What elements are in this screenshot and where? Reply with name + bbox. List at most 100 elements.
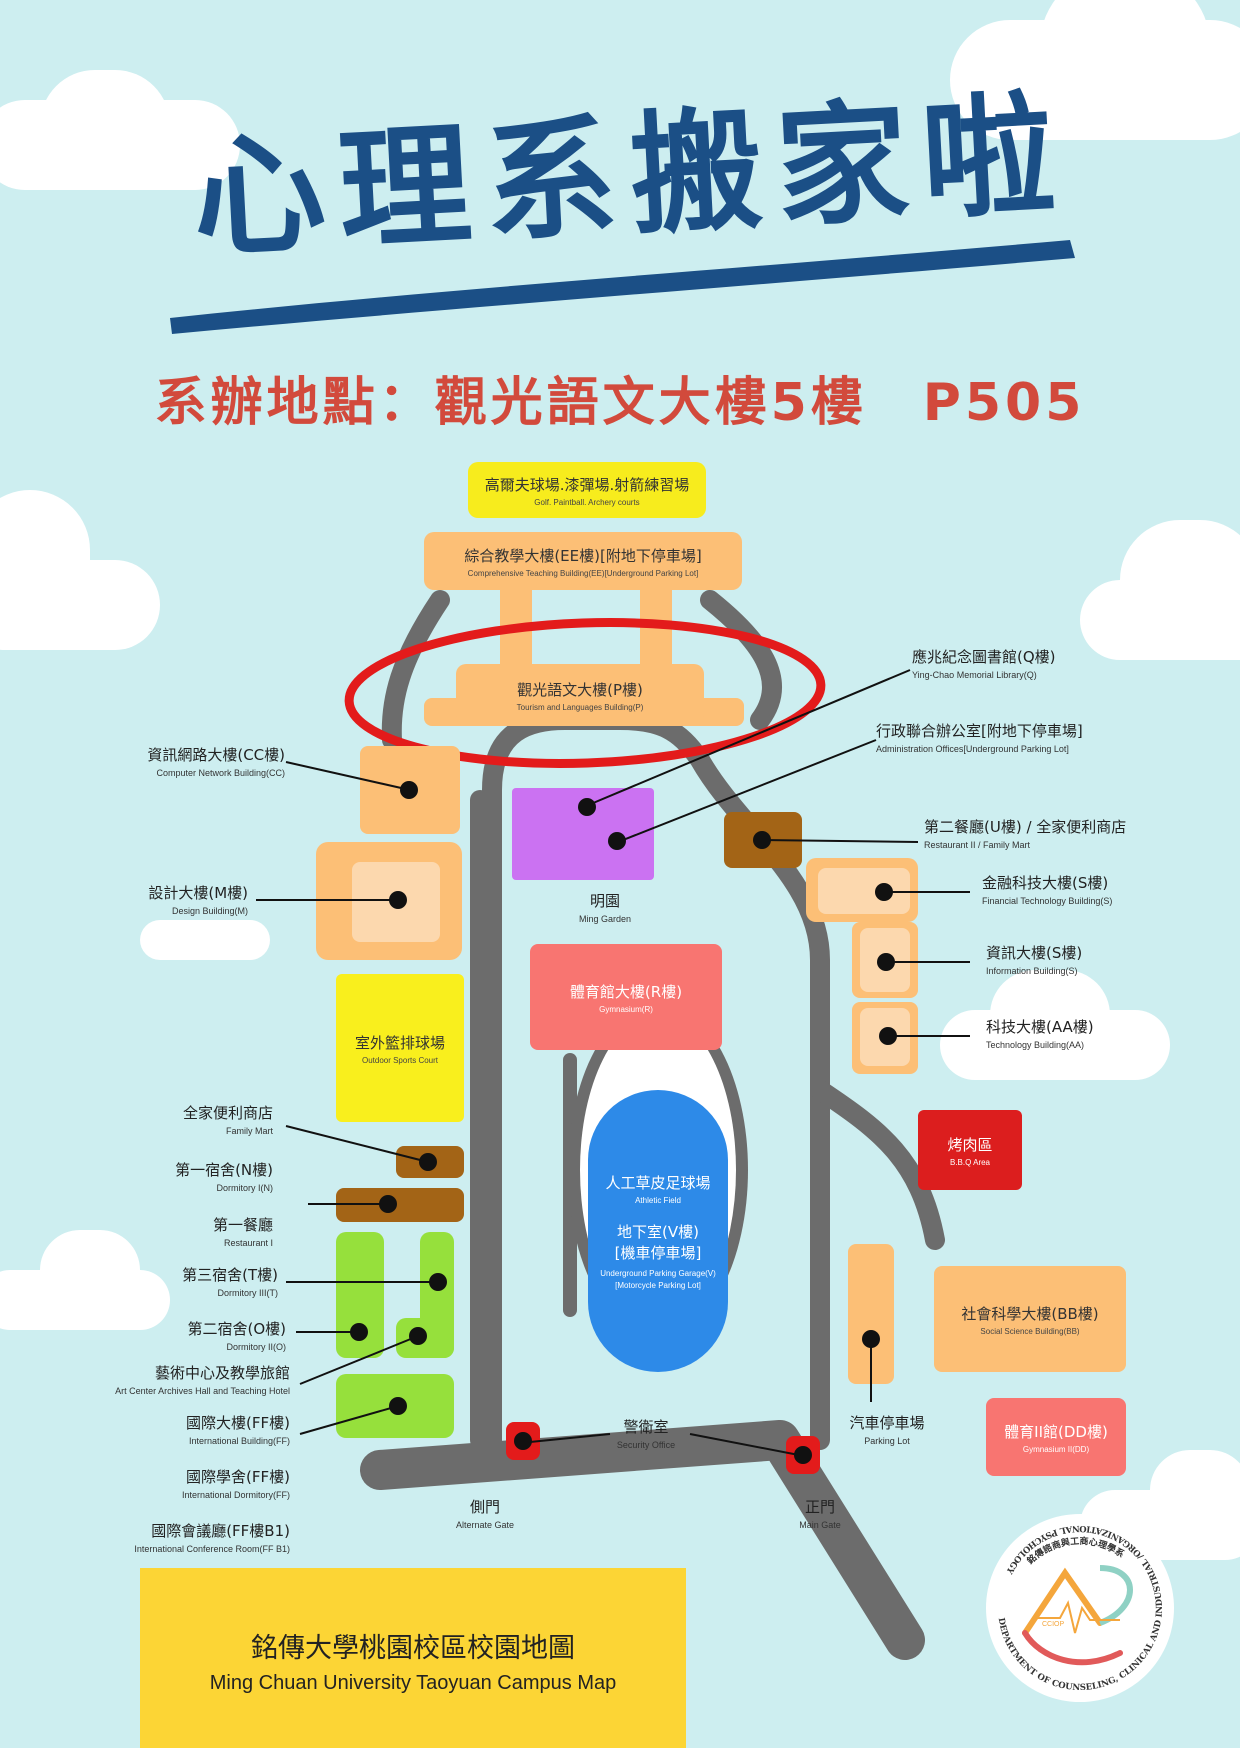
label-side-gate-zh: 側門 [469, 1498, 500, 1516]
label-q-zh: 應兆紀念圖書館(Q樓) [912, 648, 1056, 666]
marker-dot [429, 1273, 447, 1291]
label-n-zh: 第一宿舍(N樓) [175, 1161, 273, 1179]
label-u-zh: 第二餐廳(U樓) / 全家便利商店 [924, 818, 1127, 836]
building-dd[interactable]: 體育II館(DD樓) Gymnasium II(DD) [986, 1398, 1126, 1476]
label-m-zh: 設計大樓(M樓) [148, 884, 248, 902]
golf-courts[interactable]: 高爾夫球場.漆彈場.射箭練習場 Golf. Paintball. Archery… [468, 462, 706, 518]
label-t-zh: 第三宿舍(T樓) [182, 1266, 278, 1284]
building-p[interactable]: 觀光語文大樓(P樓) Tourism and Languages Buildin… [456, 664, 704, 726]
marker-dot [379, 1195, 397, 1213]
label-ffd-en: International Dormitory(FF) [181, 1490, 290, 1500]
athletic-field-en: Athletic Field [635, 1196, 681, 1205]
marker-dot [608, 832, 626, 850]
label-s-fin: 金融科技大樓(S樓) Financial Technology Building… [982, 872, 1112, 906]
label-ming-zh: 明園 [589, 892, 620, 910]
building-r-label: 體育館大樓(R樓) [569, 982, 683, 1001]
map-caption-box: 銘傳大學桃園校區校園地圖 Ming Chuan University Taoyu… [140, 1568, 686, 1748]
label-main-gate: 正門 Main Gate [780, 1496, 860, 1530]
label-parking-en: Parking Lot [864, 1436, 910, 1446]
label-n-en: Dormitory I(N) [216, 1183, 274, 1193]
athletic-field[interactable]: 人工草皮足球場 Athletic Field 地下室(V樓) [機車停車場] U… [588, 1090, 728, 1372]
label-security-zh: 警衛室 [623, 1418, 669, 1436]
marker-dot [409, 1327, 427, 1345]
building-dd-en: Gymnasium II(DD) [1022, 1444, 1090, 1454]
outdoor-court[interactable]: 室外籃排球場 Outdoor Sports Court [336, 974, 464, 1122]
label-m: 設計大樓(M樓) Design Building(M) [40, 882, 248, 916]
page-subtitle: 系辦地點：觀光語文大樓5樓 P505 [154, 373, 1086, 433]
label-u: 第二餐廳(U樓) / 全家便利商店 Restaurant II / Family… [924, 816, 1126, 850]
label-fm: 全家便利商店 Family Mart [40, 1102, 273, 1136]
building-bb[interactable]: 社會科學大樓(BB樓) Social Science Building(BB) [934, 1266, 1126, 1372]
moto-label: [機車停車場] [614, 1244, 702, 1262]
label-rest1-en: Restaurant I [223, 1238, 273, 1248]
label-ffb1-zh: 國際會議廳(FF樓B1) [151, 1522, 290, 1540]
building-ee-label: 綜合教學大樓(EE樓)[附地下停車場] [464, 546, 702, 565]
building-bb-en: Social Science Building(BB) [980, 1326, 1080, 1336]
label-ff-en: International Building(FF) [188, 1436, 290, 1446]
title-underline [170, 240, 1075, 334]
label-t: 第三宿舍(T樓) Dormitory III(T) [40, 1264, 278, 1298]
marker-dot [389, 891, 407, 909]
label-ff: 國際大樓(FF樓) International Building(FF) [40, 1412, 290, 1446]
label-o-zh: 第二宿舍(O樓) [187, 1320, 286, 1338]
building-dd-label: 體育II館(DD樓) [1004, 1422, 1108, 1441]
marker-dot [794, 1446, 812, 1464]
athletic-field-label: 人工草皮足球場 [605, 1174, 711, 1192]
label-s-info: 資訊大樓(S樓) Information Building(S) [986, 942, 1082, 976]
label-ming: 明園 Ming Garden [545, 890, 665, 924]
marker-dot [400, 781, 418, 799]
label-t-en: Dormitory III(T) [217, 1288, 279, 1298]
label-rest1-zh: 第一餐廳 [212, 1216, 273, 1234]
building-r[interactable]: 體育館大樓(R樓) Gymnasium(R) [530, 944, 722, 1050]
label-fm-zh: 全家便利商店 [182, 1104, 273, 1122]
marker-dot [879, 1027, 897, 1045]
building-p-en: Tourism and Languages Building(P) [516, 702, 644, 712]
cloud [140, 920, 270, 960]
marker-dot [578, 798, 596, 816]
bbq-area-label: 烤肉區 [947, 1135, 993, 1154]
building-r-en: Gymnasium(R) [599, 1004, 653, 1014]
label-n: 第一宿舍(N樓) Dormitory I(N) [40, 1159, 273, 1193]
outdoor-court-label: 室外籃排球場 [354, 1033, 445, 1052]
label-q-en: Ying-Chao Memorial Library(Q) [912, 670, 1037, 680]
golf-courts-label: 高爾夫球場.漆彈場.射箭練習場 [484, 475, 690, 494]
label-aa-zh: 科技大樓(AA樓) [986, 1018, 1094, 1036]
cloud [990, 970, 1110, 1060]
marker-dot [419, 1153, 437, 1171]
label-parking: 汽車停車場 Parking Lot [830, 1412, 944, 1446]
marker-dot [514, 1432, 532, 1450]
label-security-en: Security Office [616, 1440, 676, 1450]
marker-dot [877, 953, 895, 971]
label-ming-en: Ming Garden [578, 914, 632, 924]
label-s-fin-zh: 金融科技大樓(S樓) [982, 874, 1109, 892]
label-fm-en: Family Mart [226, 1126, 273, 1136]
map-caption-zh: 銘傳大學桃園校區校園地圖 [251, 1633, 575, 1664]
label-art-zh: 藝術中心及教學旅館 [154, 1364, 290, 1382]
golf-courts-en: Golf. Paintball. Archery courts [534, 497, 640, 507]
bbq-area[interactable]: 烤肉區 B.B.Q Area [918, 1110, 1022, 1190]
label-ffb1: 國際會議廳(FF樓B1) International Conference Ro… [40, 1520, 290, 1554]
label-art-en: Art Center Archives Hall and Teaching Ho… [115, 1386, 290, 1396]
bbq-area-en: B.B.Q Area [949, 1157, 991, 1167]
label-o-en: Dormitory II(O) [226, 1342, 287, 1352]
label-cc-zh: 資訊網路大樓(CC樓) [147, 746, 285, 764]
building-ee[interactable]: 綜合教學大樓(EE樓)[附地下停車場] Comprehensive Teachi… [424, 532, 742, 590]
highlight-ring [344, 618, 826, 768]
marker-dot [875, 883, 893, 901]
label-s-fin-en: Financial Technology Building(S) [982, 896, 1113, 906]
marker-dot [862, 1330, 880, 1348]
label-cc: 資訊網路大樓(CC樓) Computer Network Building(CC… [40, 744, 285, 778]
label-parking-zh: 汽車停車場 [849, 1414, 925, 1432]
map-caption-en: Ming Chuan University Taoyuan Campus Map [209, 1672, 617, 1694]
label-aa: 科技大樓(AA樓) Technology Building(AA) [986, 1016, 1094, 1050]
label-side-gate-en: Alternate Gate [455, 1520, 515, 1530]
label-ffb1-en: International Conference Room(FF B1) [134, 1544, 290, 1554]
logo-badge: CCIOP [1042, 1621, 1065, 1628]
building-bb-label: 社會科學大樓(BB樓) [961, 1304, 1099, 1323]
label-ff-zh: 國際大樓(FF樓) [186, 1414, 290, 1432]
label-ffd: 國際學舍(FF樓) International Dormitory(FF) [40, 1466, 290, 1500]
marker-dot [389, 1397, 407, 1415]
cloud [1150, 1450, 1240, 1530]
label-rest1: 第一餐廳 Restaurant I [40, 1214, 273, 1248]
label-o: 第二宿舍(O樓) Dormitory II(O) [40, 1318, 286, 1352]
